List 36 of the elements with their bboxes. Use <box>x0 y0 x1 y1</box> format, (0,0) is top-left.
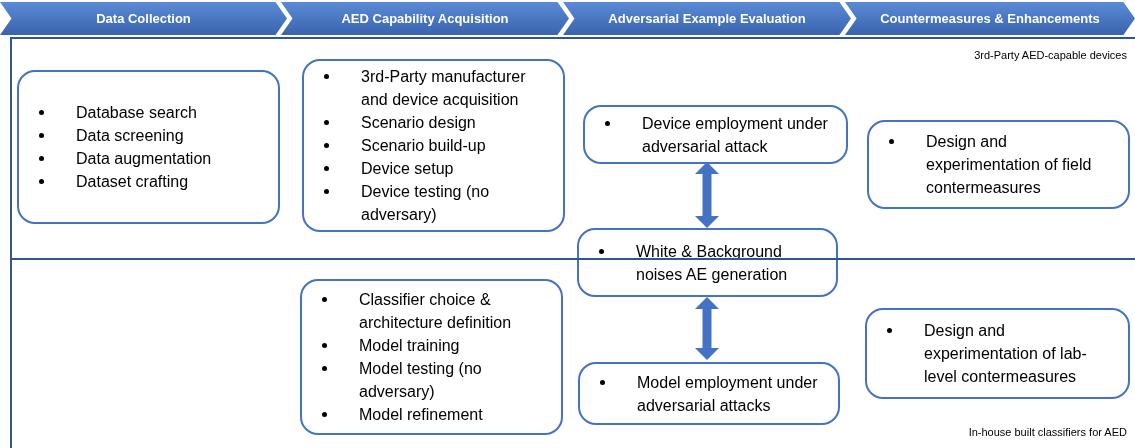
rounded-box <box>300 279 563 435</box>
bullet-item: Database search <box>76 103 197 123</box>
rounded-box <box>867 120 1130 209</box>
bullet-item: Device setup <box>361 159 454 179</box>
rounded-box <box>302 59 565 232</box>
bullet-item: White & Background noises AE generation <box>636 241 789 285</box>
bullet-item: Device employment under adversarial attack <box>642 113 829 157</box>
bullet-item: Data augmentation <box>76 149 212 169</box>
bullet-item: Dataset crafting <box>76 172 189 192</box>
bullet-item: Scenario design <box>361 113 476 133</box>
swimlane-band <box>10 37 1135 258</box>
bullet-item: Model employment under adversarial attacks <box>637 372 819 416</box>
phase-header: Adversarial Example Evaluation <box>563 2 851 35</box>
bullet-item: Design and experimentation of field contermeasures <box>926 132 1093 198</box>
bullet-item: Design and experimentation of lab-level contermeasures <box>924 321 1088 387</box>
rounded-box <box>865 308 1130 399</box>
bullet-item: Scenario build-up <box>361 136 486 156</box>
bullet-item: Data screening <box>76 126 184 146</box>
lane-label: In-house built classifiers for AED <box>968 424 1127 440</box>
lane-label: 3rd-Party AED-capable devices <box>974 48 1127 63</box>
double-arrow <box>695 297 719 360</box>
rounded-box <box>17 70 280 224</box>
phase-header: Data Collection <box>0 2 287 35</box>
bullet-item: Device testing (no adversary) <box>361 182 491 225</box>
bullet-item: Classifier choice & architecture definition <box>359 290 513 333</box>
phase-header: Countermeasures & Enhancements <box>845 2 1135 35</box>
bullet-item: 3rd-Party manufacturer and device acquisition <box>361 67 527 110</box>
phase-header: AED Capability Acquisition <box>281 2 569 35</box>
bullet-item: Model testing (no adversary) <box>359 359 483 402</box>
bullet-item: Model training <box>359 336 460 356</box>
rounded-box <box>577 228 838 297</box>
bullet-item: Model refinement <box>359 405 483 425</box>
rounded-box <box>583 105 848 164</box>
double-arrow <box>695 162 719 228</box>
rounded-box <box>578 362 840 425</box>
swimlane-band <box>10 258 1135 448</box>
